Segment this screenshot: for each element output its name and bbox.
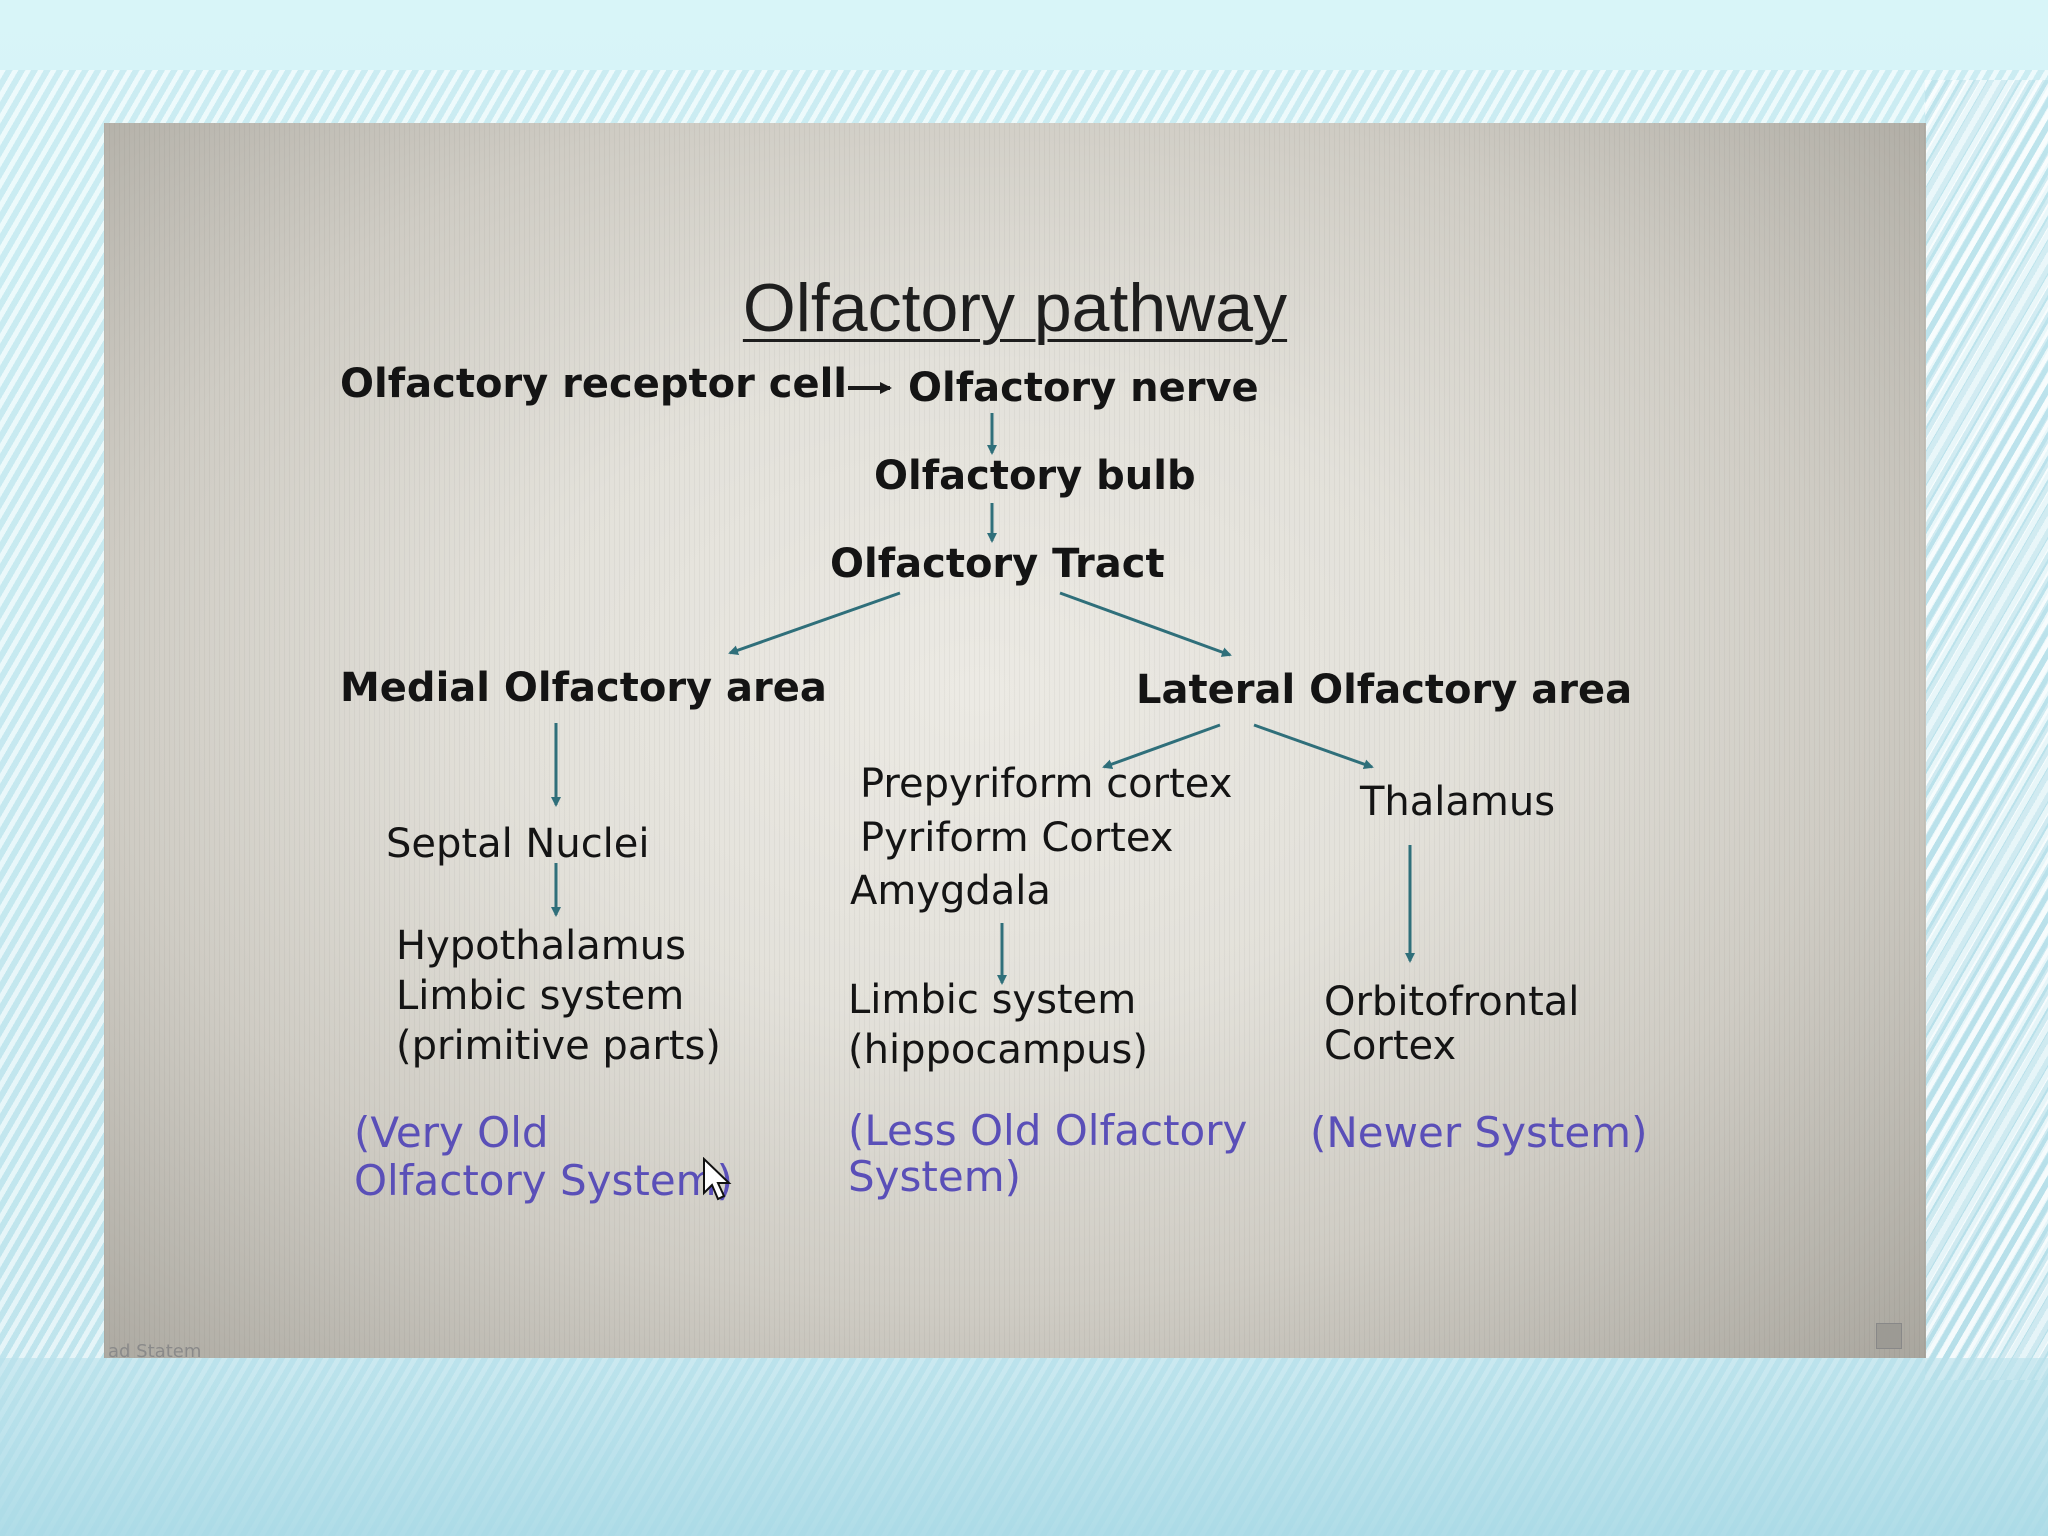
node-orbitofrontal: Orbitofrontal — [1324, 979, 1580, 1025]
node-receptor-cell: Olfactory receptor cell — [340, 361, 847, 407]
screen-corner-icon — [1876, 1323, 1902, 1349]
diagram-arrows — [551, 382, 1415, 985]
label-very-old-system-line2: Olfactory System) — [354, 1156, 733, 1205]
node-primitive-parts: (primitive parts) — [396, 1023, 721, 1069]
diagram-photo: Olfactory pathway Olfactory receptor cel… — [104, 123, 1926, 1358]
arrow-lateral-to-cortex — [1102, 723, 1221, 769]
node-hypothalamus: Hypothalamus — [396, 923, 686, 969]
screen-scanlines — [104, 123, 1926, 1358]
arrow-tract-to-medial — [728, 591, 901, 656]
node-olfactory-tract: Olfactory Tract — [830, 541, 1165, 587]
node-thalamus: Thalamus — [1360, 779, 1556, 825]
node-medial-area: Medial Olfactory area — [340, 665, 827, 711]
diagram-title: Olfactory pathway — [742, 270, 1288, 346]
screen-caption: ad Statem — [108, 1341, 202, 1358]
arrow-lateral-to-thalamus — [1253, 723, 1374, 770]
node-pyriform-cortex: Pyriform Cortex — [860, 815, 1174, 861]
node-limbic-system-medial: Limbic system — [396, 973, 685, 1019]
node-amygdala: Amygdala — [850, 868, 1051, 914]
label-less-old-system-line1: (Less Old Olfactory — [848, 1106, 1248, 1155]
node-cortex: Cortex — [1324, 1023, 1457, 1069]
node-lateral-area: Lateral Olfactory area — [1136, 667, 1633, 713]
node-prepyriform-cortex: Prepyriform cortex — [860, 761, 1233, 807]
label-less-old-system-line2: System) — [848, 1152, 1022, 1201]
node-limbic-system-lateral: Limbic system — [848, 977, 1137, 1023]
label-newer-system: (Newer System) — [1310, 1108, 1648, 1157]
node-olfactory-bulb: Olfactory bulb — [874, 453, 1196, 499]
node-hippocampus: (hippocampus) — [848, 1027, 1148, 1073]
node-olfactory-nerve: Olfactory nerve — [908, 365, 1259, 411]
background-stripes-right — [1925, 80, 2048, 1380]
node-septal-nuclei: Septal Nuclei — [386, 821, 650, 867]
label-very-old-system-line1: (Very Old — [354, 1108, 549, 1157]
background-band — [0, 1358, 2048, 1536]
arrow-tract-to-lateral — [1059, 591, 1232, 657]
mouse-cursor-icon — [703, 1157, 732, 1201]
